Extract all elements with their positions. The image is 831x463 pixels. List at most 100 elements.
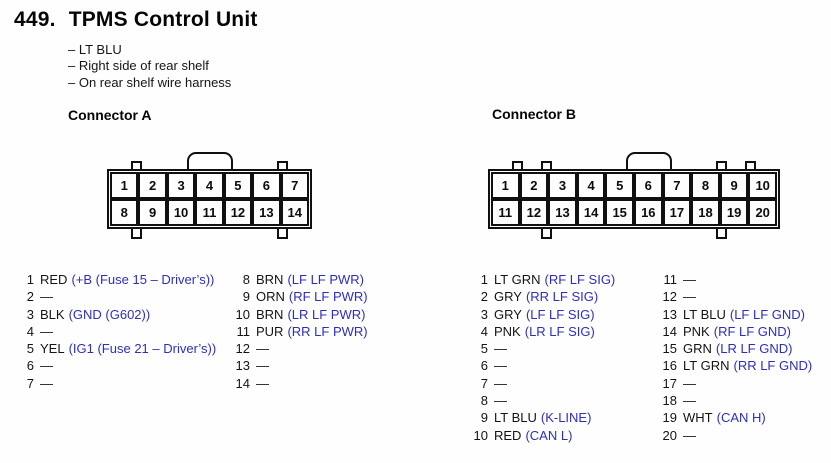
wire-color: GRN [683,341,712,357]
pin-row: 6— [462,357,615,374]
wire-color: LT GRN [683,358,730,374]
wire-color: — [683,272,696,287]
pin-number: 16 [662,358,677,374]
signal-name: (IG1 (Fuse 21 – Driver’s)) [68,341,217,357]
pin-row: 20— [651,427,812,444]
pin-cell: 6 [634,172,663,199]
pin-row: 11— [651,271,812,288]
pin-number: 8 [480,393,488,409]
wire-color: — [40,289,53,305]
wire-color: — [683,375,696,391]
pin-cell: 12 [519,199,549,226]
pin-cell: 4 [195,172,224,199]
pin-cell: 14 [576,199,606,226]
note-line: – On rear shelf wire harness [68,74,232,90]
wire-color: ORN [256,289,285,305]
pin-row: 4— [8,323,216,340]
wire-color: LT BLU [494,410,537,426]
wire-color: — [256,375,269,391]
wire-color: — [683,427,696,443]
signal-name: (+B (Fuse 15 – Driver’s)) [71,272,215,287]
pin-number: 3 [480,306,488,322]
pin-number: 8 [242,272,250,287]
pin-cell: 18 [691,199,720,226]
pin-number: 15 [662,341,677,357]
pin-number: 5 [26,341,34,357]
signal-name: (CAN L) [525,427,573,443]
wire-color: GRY [494,289,522,305]
pin-cell: 7 [662,172,692,199]
pin-row: 8— [462,392,615,409]
pin-cell: 13 [548,199,577,226]
pin-row: 13 LT BLU(LF LF GND) [651,306,812,323]
pin-cell: 11 [195,199,224,226]
pin-cell: 10 [166,199,196,226]
pin-number: 10 [473,427,488,443]
pin-cell: 1 [110,172,139,199]
wire-color: — [494,375,507,391]
pin-cell: 3 [548,172,577,199]
signal-name: (RR LF GND) [733,358,813,374]
pin-row: 9 LT BLU(K-LINE) [462,409,615,426]
wire-color: LT BLU [683,306,726,322]
pin-number: 12 [235,341,250,357]
wire-color: — [494,341,507,357]
pin-row: 6— [8,357,216,374]
pin-number: 1 [26,272,34,287]
pin-row: 15 GRN(LR LF GND) [651,340,812,357]
pin-number: 4 [26,323,34,339]
signal-name: (K-LINE) [540,410,592,426]
pin-number: 13 [662,306,677,322]
wire-color: — [494,393,507,409]
wire-color: — [40,358,53,374]
wire-color: — [256,341,269,357]
pin-cell: 6 [252,172,281,199]
pin-cell: 2 [519,172,549,199]
wire-color: BRN [256,272,284,287]
location-notes: – LT BLU – Right side of rear shelf – On… [68,42,231,91]
wire-color: — [683,393,696,409]
wire-color: PUR [256,323,284,339]
wire-color: BRN [256,306,284,322]
signal-name: (RR LF PWR) [287,323,368,339]
signal-name: (LF LF GND) [729,306,805,322]
signal-name: (LR LF SIG) [524,323,595,339]
pin-cell: 8 [691,172,720,199]
pin-number: 4 [480,323,488,339]
wire-color: BLK [40,306,65,322]
page-title: TPMS Control Unit [68,8,258,31]
signal-name: (RF LF SIG) [544,272,616,287]
pin-number: 14 [662,323,677,339]
pin-number: 18 [662,393,677,409]
signal-name: (LR LF GND) [715,341,793,357]
pin-row: 12— [651,288,812,305]
pin-number: 19 [662,410,677,426]
pin-row: 14— [224,375,368,392]
pin-cell: 5 [605,172,634,199]
pin-row: 12 — [224,340,368,357]
pin-row: 7— [8,375,216,392]
connector-a-heading: Connector A [68,107,152,123]
signal-name: (GND (G602)) [68,306,151,322]
pin-cell: 16 [634,199,663,226]
pin-number: 9 [480,410,488,426]
pin-cell: 8 [110,199,139,226]
wire-color: GRY [494,306,522,322]
signal-name: (RR LF SIG) [525,289,599,305]
wire-color: RED [494,427,522,443]
pin-cell: 20 [748,199,777,226]
pin-number: 13 [235,358,250,374]
